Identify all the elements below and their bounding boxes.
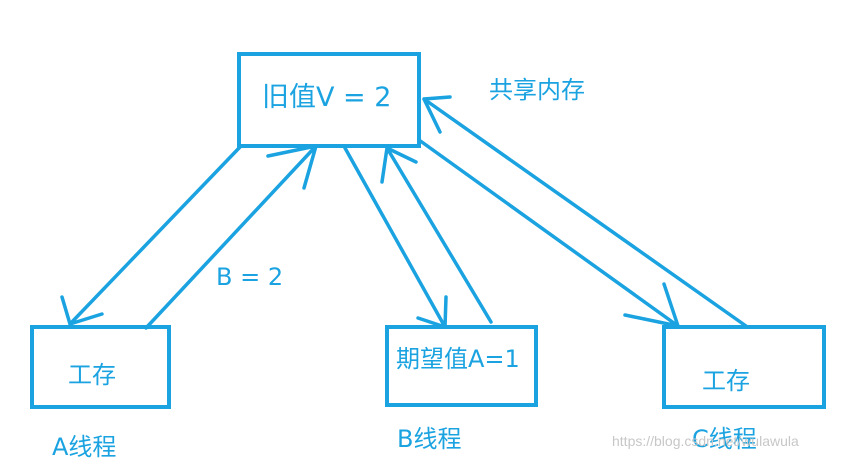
thread-b-box xyxy=(385,325,538,407)
shared-memory-box xyxy=(237,52,421,148)
arrow-memory-to-c xyxy=(417,138,680,328)
arrow-a-to-memory xyxy=(144,144,318,330)
thread-c-box xyxy=(662,325,826,409)
arrow-b-to-memory xyxy=(380,146,493,324)
thread-c-label: C线程 xyxy=(692,425,757,453)
thread-a-box xyxy=(30,325,171,409)
arrow-memory-to-b xyxy=(343,146,448,329)
shared-memory-value: 旧值V = 2 xyxy=(262,82,391,113)
edge-label-b-equals-2: B = 2 xyxy=(216,263,283,291)
thread-b-label: B线程 xyxy=(397,425,461,453)
watermark-text: https://blog.csdn.net/wulawula xyxy=(612,433,799,449)
thread-a-label: A线程 xyxy=(52,433,116,460)
thread-a-working-memory: 工存 xyxy=(68,361,116,389)
thread-b-expected-value: 期望值A=1 xyxy=(396,345,520,373)
arrow-memory-to-a xyxy=(60,145,242,326)
arrow-c-to-memory xyxy=(422,95,748,328)
thread-c-working-memory: 工存 xyxy=(702,367,750,395)
shared-memory-label: 共享内存 xyxy=(489,76,585,104)
